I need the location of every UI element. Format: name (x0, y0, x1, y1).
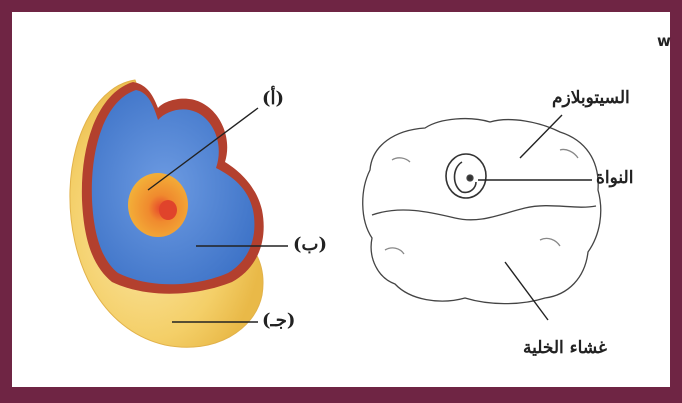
cell-3d-model (69, 79, 264, 348)
cell-sketch (362, 118, 602, 305)
label-membrane: غشاء الخلية (523, 338, 607, 358)
leader-line-membrane (504, 261, 549, 321)
nucleolus-dot (466, 174, 474, 182)
texture-stroke-3 (384, 247, 405, 255)
nucleus-outline (445, 153, 487, 199)
label-b: (ب) (293, 234, 327, 255)
texture-stroke-2 (559, 148, 579, 159)
nucleolus (159, 200, 177, 220)
texture-stroke-1 (391, 157, 411, 163)
texture-stroke-4 (539, 237, 561, 247)
label-a: (أ) (262, 88, 285, 109)
leader-line-cytoplasm (519, 114, 563, 159)
label-nucleus: النواة (596, 168, 634, 188)
nucleus-inner-crescent (453, 161, 477, 194)
label-cytoplasm: السيتوبلازم (552, 88, 630, 108)
cell-membrane-outline (362, 118, 602, 305)
corner-mark: w (657, 32, 671, 50)
label-c: (جـ) (262, 310, 296, 331)
inner-fold-line (371, 205, 597, 221)
leader-line-a (147, 107, 259, 191)
nucleus-core (128, 173, 188, 237)
